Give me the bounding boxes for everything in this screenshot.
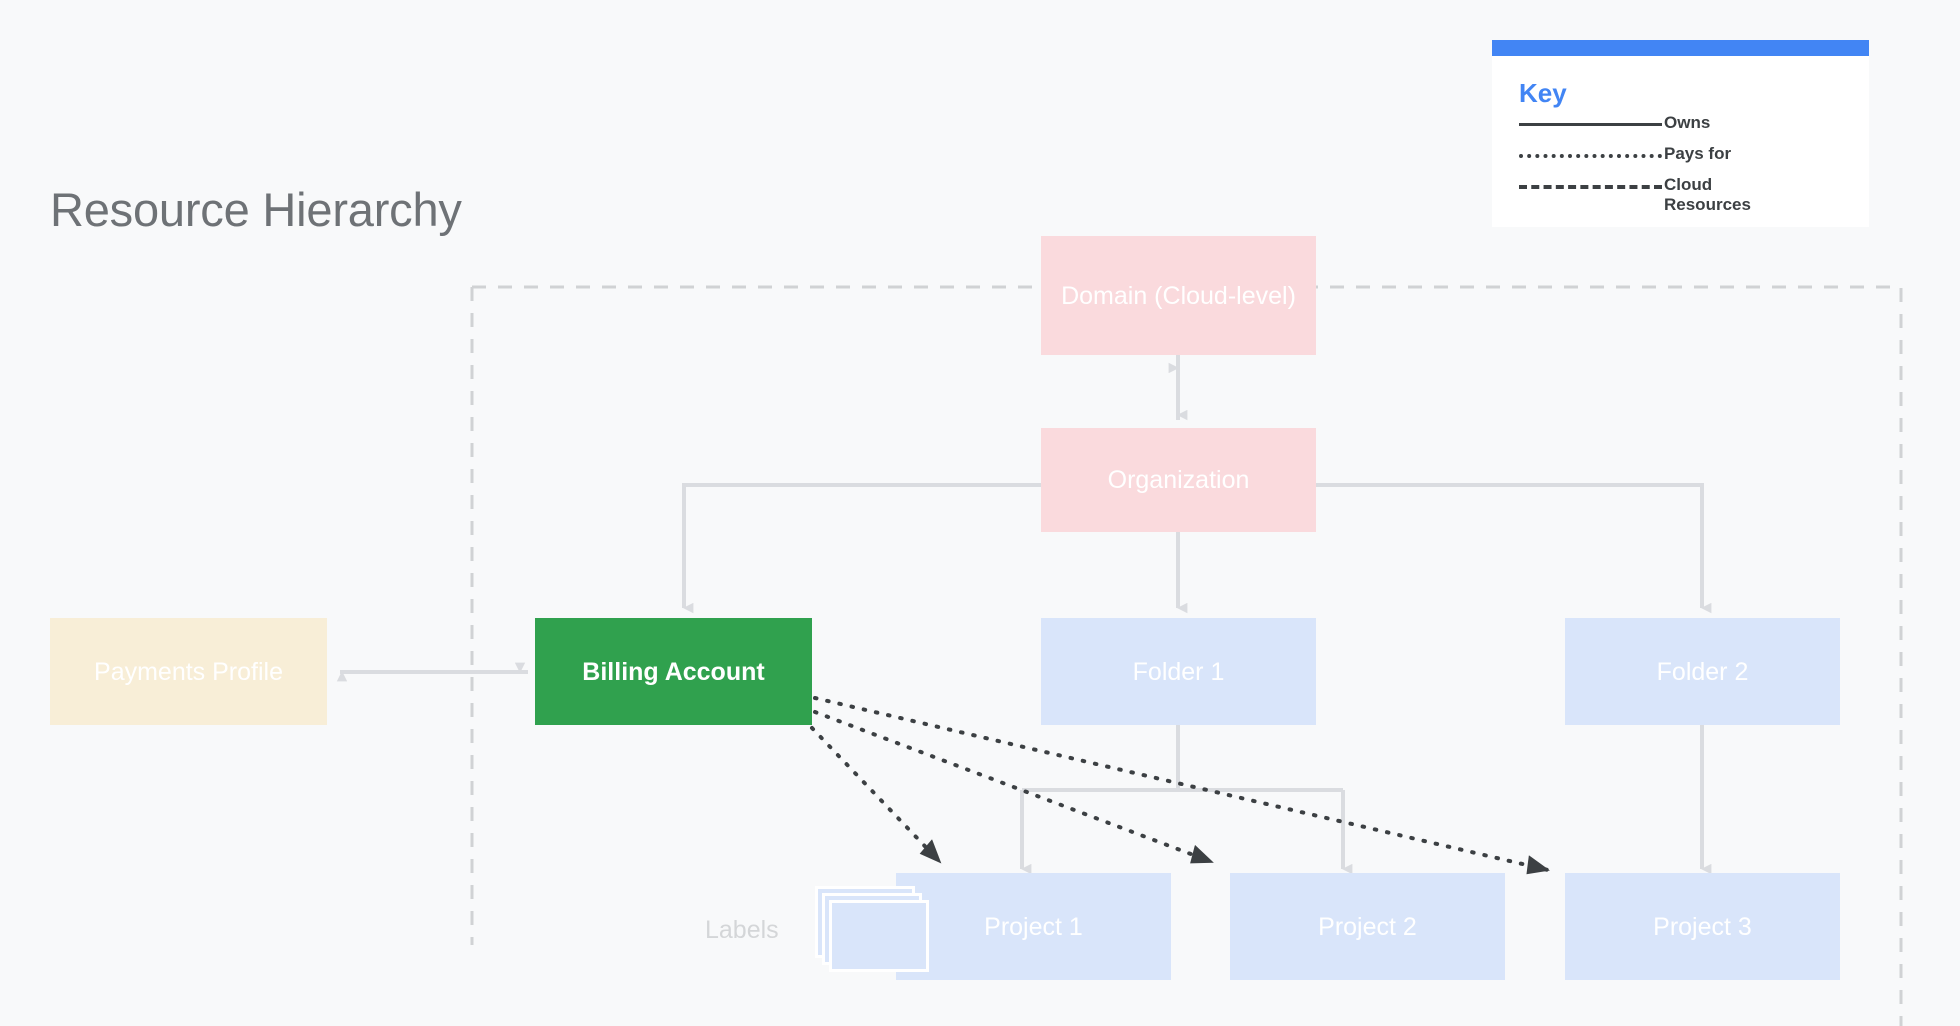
edge-organization-to-billing-account [682, 483, 1041, 614]
key-heading: Key [1519, 78, 1567, 108]
node-project-1[interactable]: Project 1 [896, 873, 1171, 980]
node-billing-account-label: Billing Account [582, 657, 765, 686]
label-card-front[interactable] [829, 900, 929, 972]
key-label-pays-for: Pays for [1664, 144, 1732, 163]
node-project-1-label: Project 1 [984, 912, 1083, 941]
edge-billing-pays-project-2 [813, 710, 1214, 864]
edge-folder-1-bus [1020, 721, 1345, 868]
node-billing-account[interactable]: Billing Account [535, 618, 812, 725]
dashed-line-icon [1519, 175, 1664, 197]
node-payments-profile[interactable]: Payments Profile [50, 618, 327, 725]
node-folder-2[interactable]: Folder 2 [1565, 618, 1840, 725]
node-domain-label: Domain (Cloud-level) [1061, 281, 1296, 310]
node-folder-2-label: Folder 2 [1656, 657, 1749, 686]
key-rows: Owns Pays for Cloud Resources [1492, 113, 1869, 215]
node-folder-1[interactable]: Folder 1 [1041, 618, 1316, 725]
dotted-line-icon [1519, 144, 1664, 166]
key-row-pays-for: Pays for [1519, 144, 1869, 166]
node-folder-1-label: Folder 1 [1132, 657, 1225, 686]
node-organization[interactable]: Organization [1041, 428, 1316, 532]
node-project-2[interactable]: Project 2 [1230, 873, 1505, 980]
node-payments-profile-label: Payments Profile [94, 657, 283, 686]
key-panel: Key Owns Pays for Cloud Resources [1492, 40, 1869, 227]
labels-caption: Labels [705, 916, 779, 944]
edge-billing-pays-project-3 [813, 696, 1550, 875]
key-row-owns: Owns [1519, 113, 1869, 135]
key-row-cloud-resources: Cloud Resources [1519, 175, 1869, 215]
edge-billing-pays-project-1 [810, 726, 942, 864]
node-project-3[interactable]: Project 3 [1565, 873, 1840, 980]
key-accent-bar [1492, 40, 1869, 56]
node-domain[interactable]: Domain (Cloud-level) [1041, 236, 1316, 355]
solid-line-icon [1519, 113, 1664, 135]
node-project-3-label: Project 3 [1653, 912, 1752, 941]
key-label-owns: Owns [1664, 113, 1711, 132]
node-organization-label: Organization [1107, 466, 1250, 494]
page-title: Resource Hierarchy [50, 183, 462, 236]
node-project-2-label: Project 2 [1318, 912, 1417, 941]
key-label-cloud-resources: Cloud Resources [1664, 175, 1751, 215]
edge-organization-to-folder-2 [1316, 483, 1712, 614]
cloud-resources-boundary [470, 285, 1903, 1026]
